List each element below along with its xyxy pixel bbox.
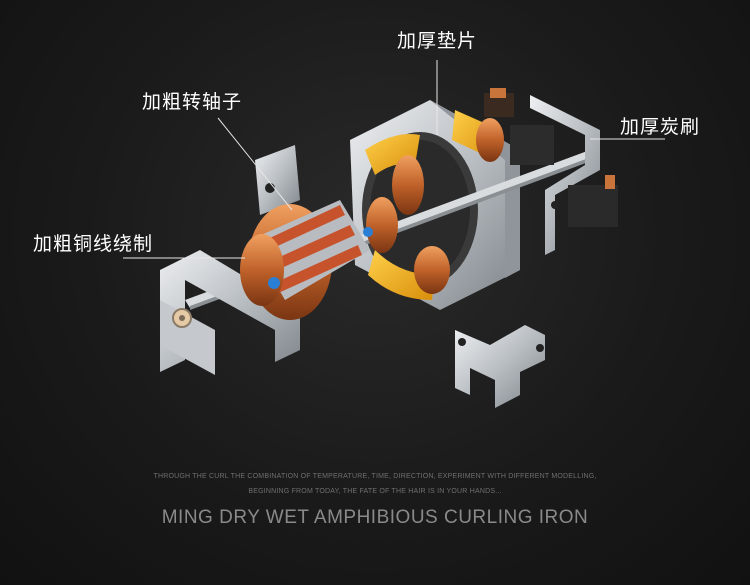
callout-lines	[123, 60, 665, 259]
callout-thick-rotor-shaft: 加粗转轴子	[142, 91, 243, 113]
loose-bracket	[455, 325, 545, 408]
callout-thick-carbon-brush: 加厚炭刷	[620, 116, 701, 138]
callout-thick-gasket: 加厚垫片	[397, 30, 478, 52]
tagline-line-1: THROUGH THE CURL THE COMBINATION OF TEMP…	[153, 473, 597, 480]
tagline-line-2: BEGINNING FROM TODAY, THE FATE OF THE HA…	[248, 488, 502, 495]
product-title: MING DRY WET AMPHIBIOUS CURLING IRON	[161, 507, 589, 528]
stator-housing	[350, 100, 520, 310]
rotor-armature	[240, 197, 398, 320]
callout-line-rotor-shaft	[217, 117, 293, 211]
callout-thick-copper-winding: 加粗铜线绕制	[33, 233, 154, 255]
brush-holder-bracket	[484, 88, 618, 255]
